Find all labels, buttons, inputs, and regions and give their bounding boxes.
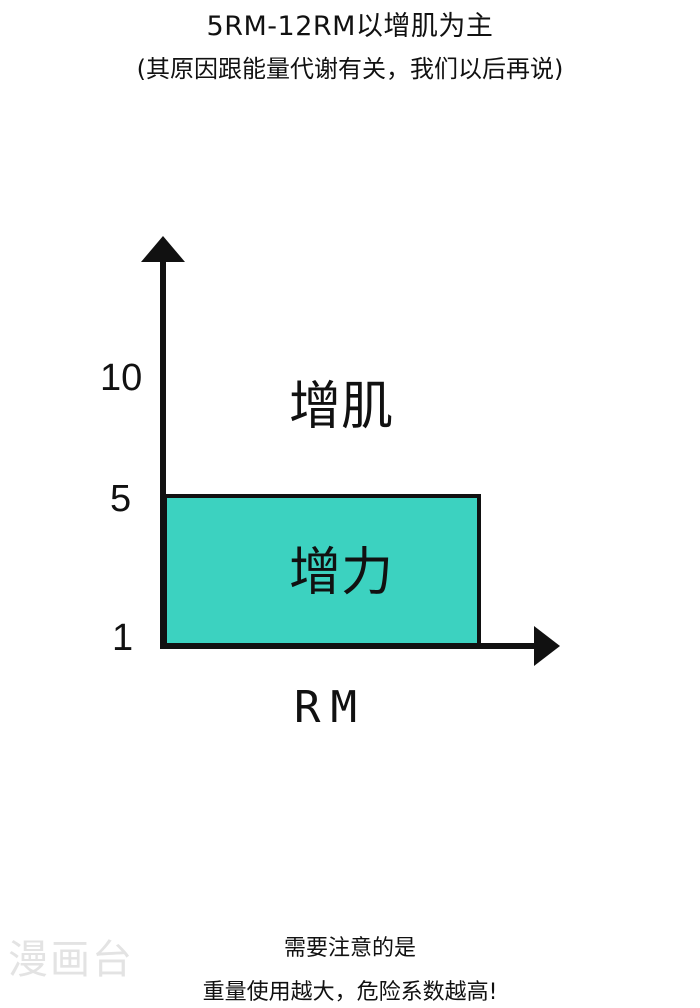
page-title: 5RM-12RM以增肌为主 <box>206 11 494 42</box>
y-axis-arrow <box>141 236 185 262</box>
y-tick-label-10: 10 <box>100 357 142 399</box>
y-tick-label-1: 1 <box>112 617 133 659</box>
x-axis-label: RM <box>294 682 367 733</box>
x-axis-arrow <box>534 626 560 666</box>
watermark: 漫画台 <box>8 937 134 983</box>
hypertrophy-region-label: 增肌 <box>289 377 393 437</box>
strength-region-label: 增力 <box>289 543 393 603</box>
page-subtitle: (其原因跟能量代谢有关，我们以后再说) <box>136 55 564 83</box>
note-line-2: 重量使用越大，危险系数越高! <box>202 980 498 1005</box>
y-tick-label-5: 5 <box>110 478 131 520</box>
note-line-1: 需要注意的是 <box>283 936 416 961</box>
